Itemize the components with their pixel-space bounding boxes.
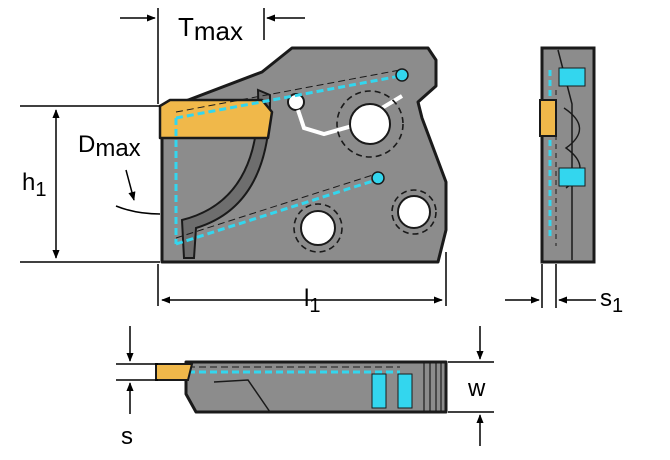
label-l1-main: l <box>304 285 309 312</box>
mounting-hole-1 <box>300 210 336 246</box>
clamp-screw-hole <box>349 103 391 145</box>
end-coolant-top <box>558 67 586 87</box>
label-s1-sub: 1 <box>612 295 623 317</box>
label-s1: s1 <box>600 285 623 317</box>
coolant-channels <box>174 74 401 246</box>
top-insert <box>155 363 194 381</box>
label-l1: l1 <box>304 285 320 317</box>
label-w: w <box>467 375 486 402</box>
end-view <box>539 46 596 264</box>
clamp-screw-thread <box>336 90 404 158</box>
label-t-max-sub: max <box>194 16 243 46</box>
mounting-hole-2 <box>397 195 431 229</box>
label-h1-main: h <box>22 169 35 196</box>
end-insert <box>539 99 557 137</box>
label-h1-sub: 1 <box>35 179 46 201</box>
label-d-max-main: D <box>78 131 95 158</box>
coolant-outlet-1 <box>395 68 409 82</box>
label-l1-sub: 1 <box>309 295 320 317</box>
label-s1-main: s <box>600 285 612 312</box>
label-d-max-sub: max <box>95 135 140 162</box>
top-view <box>155 360 448 414</box>
clamp-slot <box>180 88 272 259</box>
label-t-max-main: T <box>178 12 194 42</box>
mounting-hole-thread-1 <box>293 203 343 253</box>
label-h1: h1 <box>22 169 46 201</box>
top-coolant-1 <box>371 373 387 409</box>
coolant-channel-outline <box>175 69 401 239</box>
side-view <box>158 46 448 264</box>
coolant-outlet-2 <box>371 171 385 185</box>
mounting-hole-thread-2 <box>391 189 437 235</box>
label-d-max: Dmax <box>78 131 141 162</box>
label-t-max: Tmax <box>178 12 243 46</box>
dimension-lines <box>20 8 596 446</box>
top-coolant-2 <box>397 373 413 409</box>
label-s: s <box>121 423 133 450</box>
end-coolant-bottom <box>558 167 586 187</box>
